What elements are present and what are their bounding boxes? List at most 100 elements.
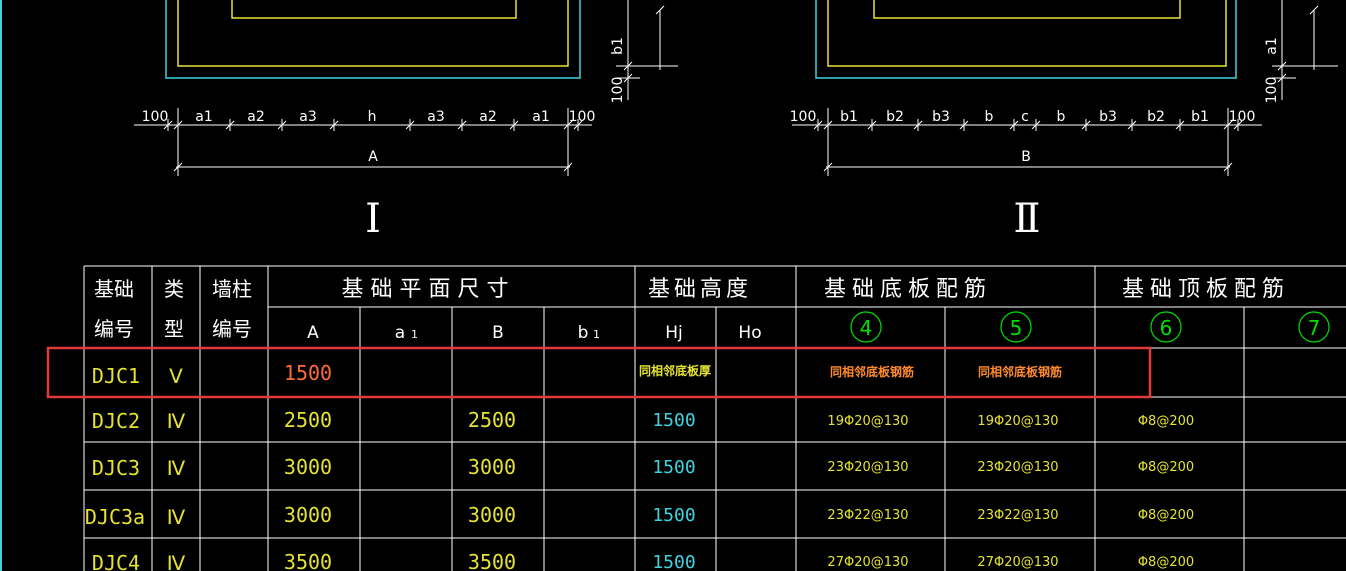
- circle-5: 5: [1010, 316, 1023, 340]
- dim-left-1: a1: [195, 109, 213, 125]
- row-Hj: 1500: [652, 410, 695, 431]
- subheader-Hj: Hj: [665, 323, 683, 343]
- vdim-right-100: 100: [1264, 77, 1280, 104]
- row-rebar-6: Φ8@200: [1138, 555, 1194, 570]
- dim-right-total: B: [1021, 149, 1031, 165]
- row-id: DJC4: [92, 551, 140, 571]
- row-A: 1500: [284, 361, 332, 385]
- dim-left-7: a1: [532, 109, 550, 125]
- section-label-II: Ⅱ: [1013, 196, 1040, 242]
- row-rebar-5: 23Φ22@130: [977, 508, 1058, 523]
- row-type: Ⅴ: [169, 364, 183, 388]
- dim-right-1: b1: [840, 109, 858, 125]
- circle-6: 6: [1160, 316, 1173, 340]
- dim-left-total: A: [368, 149, 378, 165]
- row-type: Ⅳ: [167, 456, 186, 480]
- dim-left-6: a2: [479, 109, 497, 125]
- row-Hj: 1500: [652, 457, 695, 478]
- header-type-2: 型: [164, 317, 184, 341]
- row-type: Ⅳ: [167, 409, 186, 433]
- dim-left-4: h: [368, 109, 377, 125]
- row-rebar-4: 同相邻底板钢筋: [830, 364, 914, 379]
- table-row[interactable]: DJC3 Ⅳ 3000 3000 1500 23Φ20@130 23Φ20@13…: [92, 455, 1194, 480]
- header-wall-2: 编号: [212, 317, 252, 341]
- row-Hj: 1500: [652, 505, 695, 526]
- row-rebar-4: 19Φ20@130: [827, 414, 908, 429]
- row-rebar-4: 27Φ20@130: [827, 555, 908, 570]
- header-top-rebar: 基础顶板配筋: [1122, 277, 1290, 302]
- row-rebar-6: Φ8@200: [1138, 460, 1194, 475]
- dim-left-3: a3: [299, 109, 317, 125]
- dim-right-8: b2: [1147, 109, 1165, 125]
- dim-right-6: b: [1057, 109, 1066, 125]
- dim-right-4: b: [985, 109, 994, 125]
- dim-right-10: 100: [1229, 109, 1256, 125]
- table-row[interactable]: DJC2 Ⅳ 2500 2500 1500 19Φ20@130 19Φ20@13…: [92, 408, 1194, 433]
- row-type: Ⅳ: [167, 505, 186, 529]
- table-row[interactable]: DJC1 Ⅴ 1500 同相邻底板厚 同相邻底板钢筋 同相邻底板钢筋: [92, 361, 1062, 388]
- subheader-Ho: Ho: [738, 323, 761, 343]
- table-row[interactable]: DJC3a Ⅳ 3000 3000 1500 23Φ22@130 23Φ22@1…: [85, 503, 1194, 529]
- header-bottom-rebar: 基础底板配筋: [824, 277, 992, 302]
- dim-right-7: b3: [1099, 109, 1117, 125]
- dim-left-8: 100: [569, 109, 596, 125]
- row-B: 3500: [468, 550, 516, 571]
- row-type: Ⅳ: [167, 551, 186, 571]
- core-outline: [231, 0, 517, 19]
- row-A: 3500: [284, 550, 332, 571]
- row-id: DJC3: [92, 456, 140, 480]
- dim-right-3: b3: [932, 109, 950, 125]
- row-rebar-5: 27Φ20@130: [977, 555, 1058, 570]
- row-rebar-5: 23Φ20@130: [977, 460, 1058, 475]
- header-id-1: 基础: [94, 277, 134, 301]
- row-Hj: 1500: [652, 552, 695, 571]
- vdim-left-100: 100: [610, 77, 626, 104]
- header-id-2: 编号: [94, 317, 134, 341]
- dim-left-5: a3: [427, 109, 445, 125]
- subheader-a1: a: [395, 323, 405, 343]
- circle-7: 7: [1308, 316, 1321, 340]
- subheader-a1-sub: 1: [411, 328, 418, 341]
- detail-II: 100 b1 b2 b3 b c b b3 b2 b1 100 B Ⅱ a1 1…: [790, 0, 1338, 242]
- row-rebar-4: 23Φ22@130: [827, 508, 908, 523]
- row-A: 3000: [284, 503, 332, 527]
- table-row[interactable]: DJC4 Ⅳ 3500 3500 1500 27Φ20@130 27Φ20@13…: [92, 550, 1194, 571]
- inner-outline: [177, 0, 569, 67]
- row-id: DJC2: [92, 409, 140, 433]
- subheader-b1-sub: 1: [593, 328, 600, 341]
- dim-right-9: b1: [1191, 109, 1209, 125]
- row-rebar-5: 19Φ20@130: [977, 414, 1058, 429]
- row-id: DJC1: [92, 364, 140, 388]
- header-wall-1: 墙柱: [212, 277, 252, 301]
- dim-left-2: a2: [247, 109, 265, 125]
- dim-right-5: c: [1021, 109, 1029, 125]
- subheader-A: A: [307, 323, 319, 343]
- row-B: 2500: [468, 408, 516, 432]
- dim-left-0: 100: [142, 109, 169, 125]
- vdim-left-b1: b1: [610, 37, 626, 55]
- row-B: 3000: [468, 455, 516, 479]
- header-plan-size: 基 础 平 面 尺 寸: [342, 277, 509, 302]
- row-rebar-6: Φ8@200: [1138, 508, 1194, 523]
- selection-highlight: [46, 346, 1152, 399]
- row-id: DJC3a: [85, 505, 145, 529]
- row-A: 2500: [284, 408, 332, 432]
- subheader-B: B: [492, 323, 504, 343]
- header-type-1: 类: [164, 277, 184, 301]
- dim-right-0: 100: [790, 109, 817, 125]
- row-A: 3000: [284, 455, 332, 479]
- vdim-right-a1: a1: [1264, 37, 1280, 55]
- row-rebar-4: 23Φ20@130: [827, 460, 908, 475]
- outer-outline: [165, 0, 581, 79]
- row-B: 3000: [468, 503, 516, 527]
- row-Hj: 同相邻底板厚: [639, 363, 711, 378]
- detail-I: 100 a1 a2 a3 h a3 a2 a1 100 A Ⅰ b1 100: [134, 0, 678, 242]
- subheader-b1: b: [578, 323, 589, 343]
- row-rebar-5: 同相邻底板钢筋: [978, 364, 1062, 379]
- dim-right-2: b2: [886, 109, 904, 125]
- section-label-I: Ⅰ: [365, 196, 381, 242]
- circle-4: 4: [860, 316, 873, 340]
- header-height: 基础高度: [648, 277, 752, 302]
- row-rebar-6: Φ8@200: [1138, 414, 1194, 429]
